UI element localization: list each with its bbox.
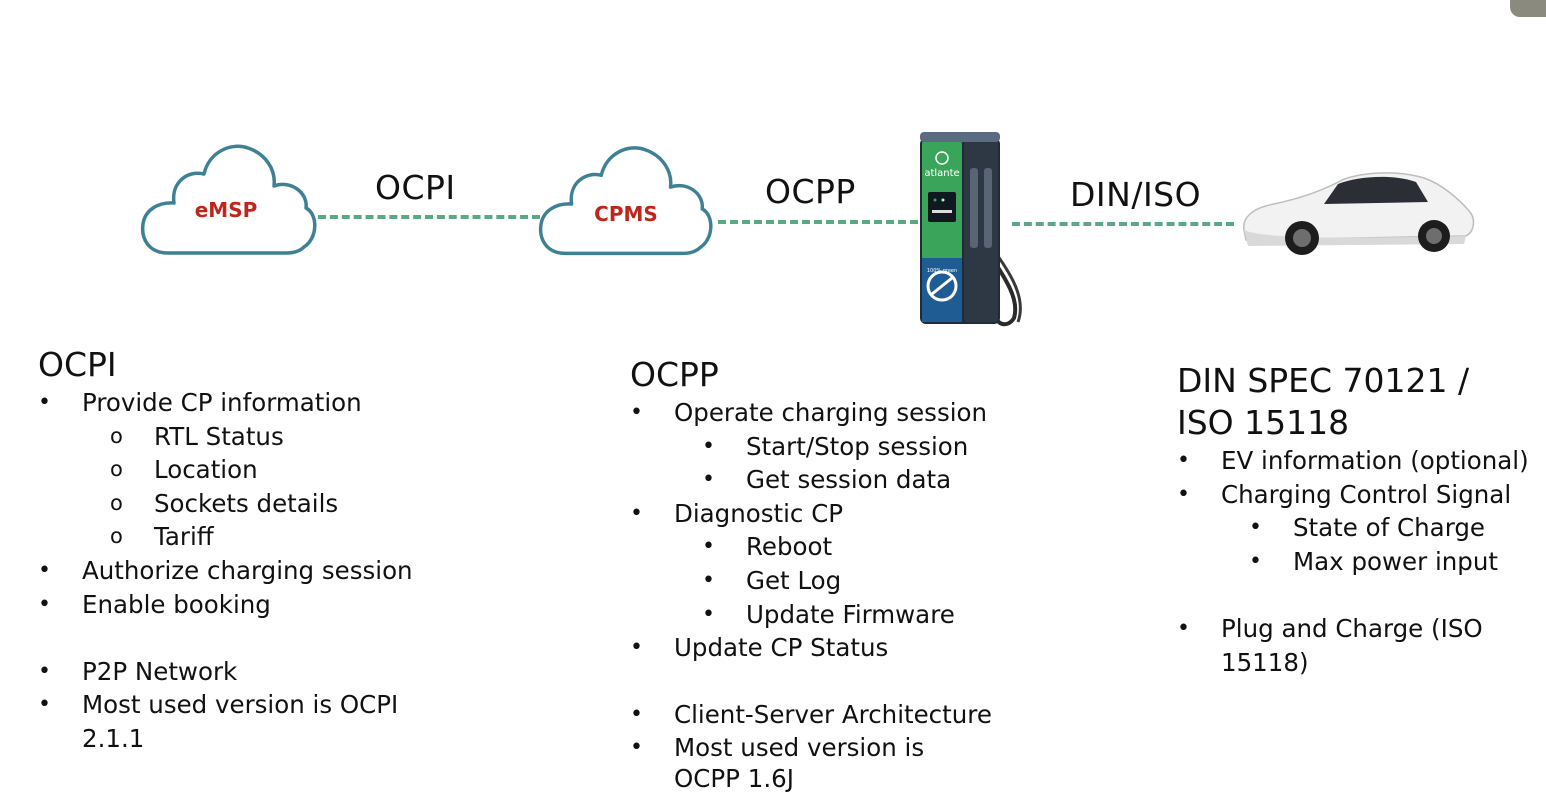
electric-car-icon xyxy=(1243,172,1475,255)
list-item: Charging Control Signal xyxy=(1177,478,1545,512)
charger-brand-label: atlante xyxy=(924,168,960,179)
ocpi-link-label: OCPI xyxy=(375,168,456,207)
list-spacer xyxy=(630,665,1070,699)
ocpi-column-title: OCPI xyxy=(38,345,117,384)
list-item: Diagnostic CP xyxy=(630,497,1070,531)
ocpi-list: Provide CP information RTL Status Locati… xyxy=(38,386,498,756)
list-item: Sockets details xyxy=(38,487,498,521)
ocpi-link-line xyxy=(318,215,540,219)
list-item: Start/Stop session xyxy=(630,430,1070,464)
ocpp-list: Operate charging session Start/Stop sess… xyxy=(630,396,1070,794)
diniso-link-label: DIN/ISO xyxy=(1070,175,1202,214)
list-item: Get session data xyxy=(630,463,1070,497)
list-item: Operate charging session xyxy=(630,396,1070,430)
din-list: EV information (optional) Charging Contr… xyxy=(1177,444,1545,679)
charging-station-icon xyxy=(920,132,1022,327)
list-item: Provide CP information xyxy=(38,386,498,420)
list-item: Update Firmware xyxy=(630,598,1070,632)
ocpp-column-title: OCPP xyxy=(630,355,719,394)
emsp-label: eMSP xyxy=(194,198,258,222)
list-item: Enable booking xyxy=(38,588,498,622)
emsp-cloud-icon xyxy=(140,144,317,255)
list-item: Plug and Charge (ISO 15118) xyxy=(1177,612,1531,679)
list-item: Max power input xyxy=(1177,545,1545,579)
ocpp-link-line xyxy=(718,220,918,224)
list-item: Reboot xyxy=(630,530,1070,564)
ocpp-column: OCPP Operate charging session Start/Stop… xyxy=(630,354,1070,794)
list-item: Authorize charging session xyxy=(38,554,498,588)
presenter-thumbnail xyxy=(1510,0,1546,17)
list-item: Get Log xyxy=(630,564,1070,598)
charger-badge-label: 100% green xyxy=(926,268,958,274)
ocpp-link-label: OCPP xyxy=(765,172,856,211)
ocpi-column: OCPI Provide CP information RTL Status L… xyxy=(38,344,498,756)
list-item: Location xyxy=(38,453,498,487)
list-item: Update CP Status xyxy=(630,631,1070,665)
din-column: DIN SPEC 70121 / ISO 15118 EV informatio… xyxy=(1177,360,1545,679)
list-item: Most used version is OCPI 2.1.1 xyxy=(38,688,427,755)
list-item: Most used version is OCPP 1.6J xyxy=(630,732,984,794)
list-item: State of Charge xyxy=(1177,511,1545,545)
diniso-link-line xyxy=(1012,222,1234,226)
list-item: P2P Network xyxy=(38,655,498,689)
list-item: Client-Server Architecture xyxy=(630,698,1070,732)
cpms-cloud-icon xyxy=(538,146,713,256)
list-item: RTL Status xyxy=(38,420,498,454)
cpms-label: CPMS xyxy=(594,202,658,226)
list-spacer xyxy=(1177,578,1545,612)
din-column-title: DIN SPEC 70121 / ISO 15118 xyxy=(1177,361,1470,442)
list-item: Tariff xyxy=(38,520,498,554)
list-item: EV information (optional) xyxy=(1177,444,1545,478)
list-spacer xyxy=(38,621,498,655)
